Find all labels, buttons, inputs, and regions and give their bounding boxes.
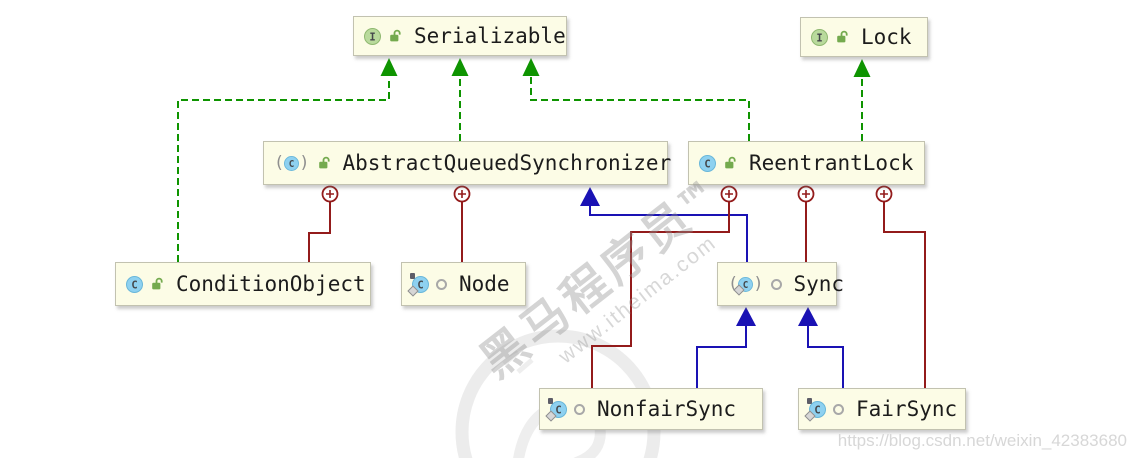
class-node-lock[interactable]: I Lock: [800, 17, 928, 57]
class-node-nonfairsync[interactable]: C NonfairSync: [539, 388, 763, 430]
edge-reentrantlock-implements-serializable: [530, 77, 750, 141]
public-lock-icon: [317, 156, 331, 170]
class-icon: C: [804, 397, 826, 422]
abstract-class-icon: C: [733, 276, 754, 296]
class-icon: C: [545, 397, 567, 422]
public-lock-icon: [388, 29, 402, 43]
arrowhead-implements-icon: [380, 58, 398, 76]
final-pin-icon: [410, 272, 415, 279]
interface-icon: I: [811, 28, 828, 46]
class-node-sync[interactable]: ( C) Sync: [717, 262, 844, 306]
class-icon: C: [699, 154, 716, 172]
svg-text:C: C: [417, 279, 423, 291]
final-pin-icon: [548, 397, 553, 404]
svg-text:C: C: [555, 404, 561, 416]
arrowhead-extends-icon: [736, 307, 756, 326]
inner-class-plus-icon: [321, 185, 339, 203]
edge-conditionobject-implements-serializable: [177, 77, 390, 262]
class-name-label: Sync: [793, 272, 845, 296]
class-node-reentrantlock[interactable]: C ReentrantLock: [688, 141, 925, 185]
svg-text:C: C: [743, 279, 749, 290]
arrowhead-implements-icon: [522, 58, 540, 76]
class-icon: C: [407, 272, 429, 297]
svg-text:C: C: [131, 279, 137, 291]
package-circle-icon: [770, 278, 782, 290]
arrowhead-implements-icon: [451, 58, 469, 76]
edge-fairsync-extends-sync: [807, 326, 844, 388]
edge-aqs-inner-conditionobject: [308, 202, 331, 262]
package-circle-icon: [833, 403, 844, 415]
class-node-node[interactable]: C Node: [401, 262, 526, 306]
class-node-serializable[interactable]: I Serializable: [353, 16, 567, 56]
class-icon: C: [126, 275, 143, 293]
inner-class-plus-icon: [797, 185, 815, 203]
class-name-label: Lock: [861, 25, 912, 49]
abstract-paren: (: [274, 152, 285, 173]
edge-sync-extends-aqs: [589, 206, 748, 262]
abstract-class-icon: C: [284, 155, 300, 171]
class-name-label: Serializable: [414, 24, 566, 48]
svg-text:I: I: [369, 31, 375, 43]
interface-icon: I: [364, 27, 381, 45]
class-name-label: ReentrantLock: [749, 151, 914, 175]
abstract-paren: (: [728, 273, 739, 294]
svg-text:C: C: [814, 404, 820, 416]
edge-reentrantlock-inner-fairsync: [883, 202, 926, 388]
class-node-fairsync[interactable]: C FairSync: [798, 388, 966, 430]
class-name-label: ConditionObject: [176, 272, 366, 296]
package-circle-icon: [436, 278, 447, 290]
abstract-paren: ): [299, 152, 310, 173]
arrowhead-implements-icon: [853, 59, 871, 77]
inner-class-plus-icon: [875, 185, 893, 203]
package-circle-icon: [574, 403, 585, 415]
class-name-label: AbstractQueuedSynchronizer: [342, 151, 672, 175]
public-lock-icon: [723, 156, 737, 170]
arrowhead-extends-icon: [580, 187, 600, 206]
abstract-paren: ): [753, 273, 764, 294]
arrowhead-extends-icon: [798, 307, 818, 326]
public-lock-icon: [835, 30, 849, 44]
edge-nonfairsync-extends-sync: [696, 326, 747, 388]
svg-text:C: C: [289, 158, 295, 169]
svg-text:I: I: [816, 32, 822, 44]
class-node-conditionobject[interactable]: C ConditionObject: [115, 262, 371, 306]
svg-text:C: C: [704, 158, 710, 170]
public-lock-icon: [150, 277, 164, 291]
inner-class-plus-icon: [453, 185, 471, 203]
final-pin-icon: [807, 397, 812, 404]
inner-class-plus-icon: [720, 185, 738, 203]
class-name-label: FairSync: [856, 397, 958, 421]
class-name-label: Node: [459, 272, 510, 296]
class-name-label: NonfairSync: [597, 397, 737, 421]
edge-reentrantlock-inner-nonfairsync: [591, 202, 730, 388]
class-node-abstractqueuedsynchronizer[interactable]: ( C) AbstractQueuedSynchronizer: [263, 141, 671, 185]
